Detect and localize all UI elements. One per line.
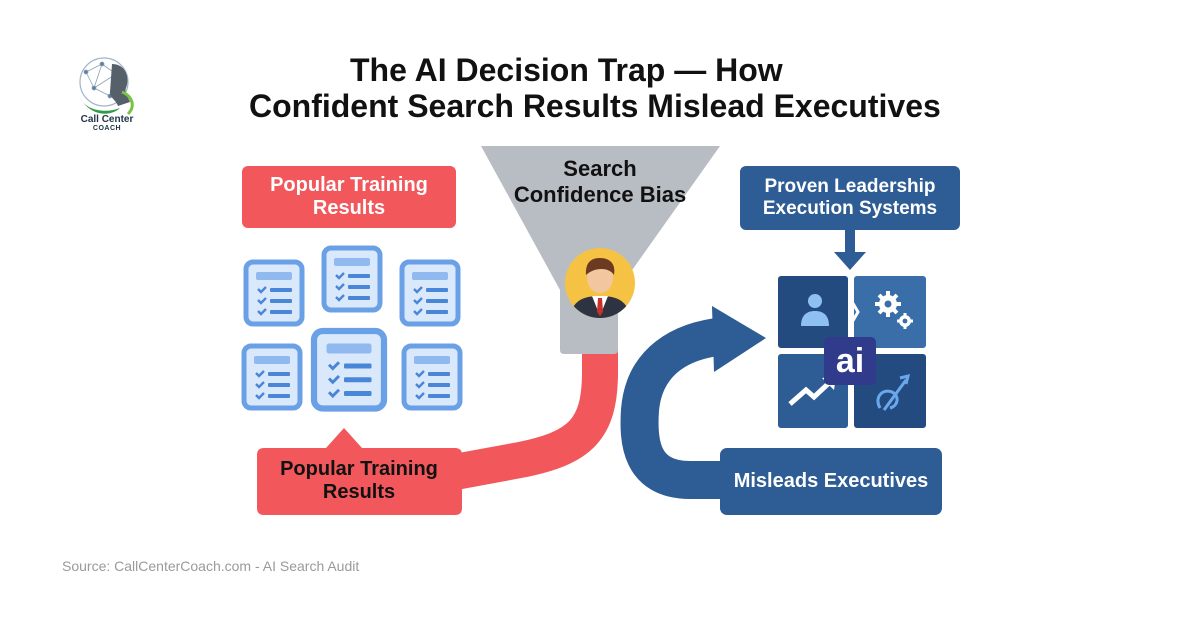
ai-badge: ai (835, 342, 865, 380)
document-icon (402, 262, 458, 324)
document-icon (244, 346, 300, 408)
document-icon (246, 262, 302, 324)
bottom-right-label-box (720, 448, 942, 515)
logo-text-call-center: Call Center (80, 114, 134, 125)
misleads-executives-label: Misleads Executives (733, 469, 929, 492)
page-title-line-1: The AI Decision Trap — How (350, 52, 783, 88)
document-icon (404, 346, 460, 408)
logo-text-coach: COACH (92, 125, 122, 132)
gears-icon (875, 291, 913, 329)
call-center-coach-logo (79, 57, 134, 116)
target-arrow-icon (876, 373, 911, 411)
popular-training-results-bottom-label: Popular Training Results (280, 458, 438, 503)
document-icon (324, 248, 380, 310)
source-caption: Source: CallCenterCoach.com - AI Search … (62, 558, 360, 574)
down-arrow (834, 228, 866, 270)
execution-systems-puzzle (778, 276, 926, 428)
bottom-left-label-box (257, 428, 462, 515)
blue-curved-arrow (620, 317, 730, 499)
search-confidence-bias-label: Search Confidence Bias (513, 156, 687, 208)
page-title-line-2: Confident Search Results Mislead Executi… (249, 88, 941, 124)
popular-training-results-label: Popular Training Results (242, 166, 456, 228)
executive-avatar-icon (565, 248, 635, 318)
person-icon (801, 294, 829, 326)
document-icon (314, 331, 384, 409)
proven-leadership-label: Proven Leadership Execution Systems (740, 166, 960, 230)
red-flow-pipe (451, 350, 618, 490)
